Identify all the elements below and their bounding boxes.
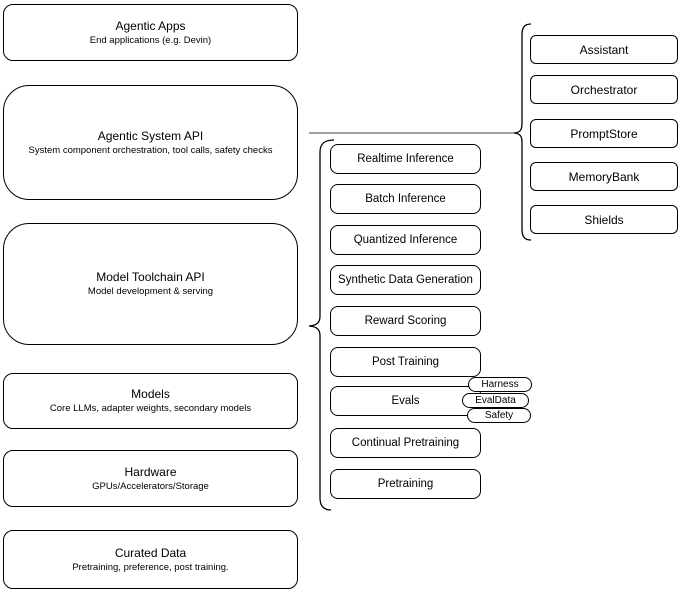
node-subtitle: GPUs/Accelerators/Storage — [92, 480, 209, 492]
node-reward-scoring: Reward Scoring — [330, 306, 481, 336]
node-pretraining: Pretraining — [330, 469, 481, 499]
right-group-brace — [513, 23, 532, 241]
node-evals: Evals — [330, 386, 481, 416]
node-title: Models — [131, 387, 170, 401]
node-batch-inference: Batch Inference — [330, 184, 481, 214]
node-model-toolchain-api: Model Toolchain API Model development & … — [3, 223, 298, 345]
node-title: Agentic Apps — [115, 18, 186, 33]
node-subtitle: System component orchestration, tool cal… — [28, 144, 273, 156]
node-agentic-system-api: Agentic System API System component orch… — [3, 85, 298, 200]
node-title: Curated Data — [114, 545, 187, 560]
node-title: Hardware — [124, 464, 177, 479]
node-orchestrator: Orchestrator — [530, 75, 678, 104]
node-realtime-inference: Realtime Inference — [330, 144, 481, 174]
node-continual-pretraining: Continual Pretraining — [330, 428, 481, 458]
node-evals-evaldata: EvalData — [462, 393, 529, 408]
node-subtitle: Model development & serving — [87, 286, 214, 297]
node-curated-data: Curated Data Pretraining, preference, po… — [3, 530, 298, 589]
node-evals-harness: Harness — [468, 377, 532, 392]
node-subtitle: Core LLMs, adapter weights, secondary mo… — [49, 403, 252, 414]
node-synthetic-data-generation: Synthetic Data Generation — [330, 265, 481, 295]
node-agentic-apps: Agentic Apps End applications (e.g. Devi… — [3, 4, 298, 61]
node-evals-safety: Safety — [467, 408, 531, 423]
node-quantized-inference: Quantized Inference — [330, 225, 481, 255]
node-shields: Shields — [530, 205, 678, 234]
node-title: Model Toolchain API — [96, 270, 205, 284]
node-hardware: Hardware GPUs/Accelerators/Storage — [3, 450, 298, 507]
node-models: Models Core LLMs, adapter weights, secon… — [3, 373, 298, 429]
node-post-training: Post Training — [330, 347, 481, 377]
node-memorybank: MemoryBank — [530, 162, 678, 191]
node-subtitle: End applications (e.g. Devin) — [89, 34, 212, 46]
node-promptstore: PromptStore — [530, 119, 678, 148]
node-title: Agentic System API — [97, 128, 204, 143]
node-assistant: Assistant — [530, 35, 678, 64]
node-subtitle: Pretraining, preference, post training. — [72, 561, 229, 573]
